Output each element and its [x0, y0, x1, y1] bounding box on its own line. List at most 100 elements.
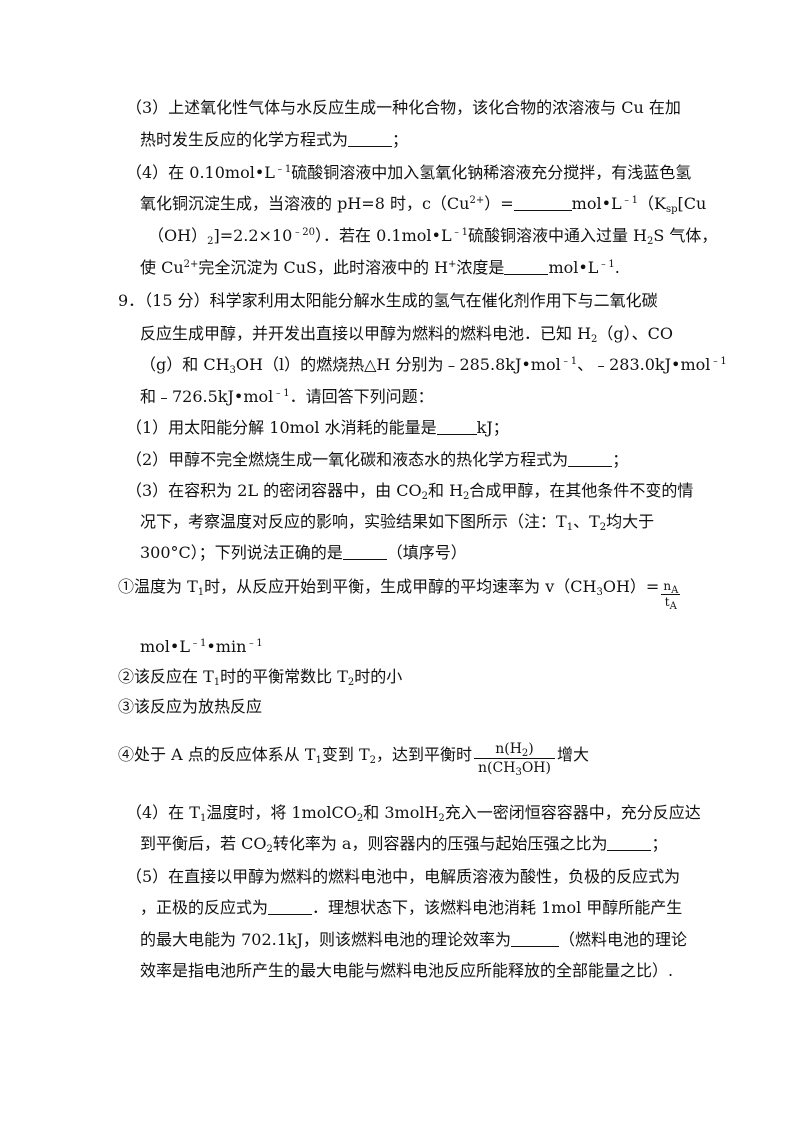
subscript: 3: [229, 365, 236, 376]
text: 使 Cu: [140, 258, 184, 277]
text: 时的平衡常数比 T: [220, 667, 348, 686]
answer-blank[interactable]: [342, 545, 387, 560]
answer-blank[interactable]: [348, 132, 393, 147]
superscript: 2+: [469, 195, 485, 206]
text: 和 3molH: [363, 803, 439, 822]
subscript: 2: [599, 522, 607, 533]
text: mol•L: [140, 637, 190, 656]
text: （4）在 T: [126, 803, 200, 822]
text: 和 H: [427, 481, 464, 500]
text: 热时发生反应的化学方程式为: [140, 130, 349, 149]
subscript: 1: [315, 755, 322, 766]
superscript: ﹣1: [598, 259, 615, 270]
text: 充入一密闭恒容容器中，充分反应达: [444, 803, 701, 822]
text: 温度时，将 1molCO: [206, 803, 357, 822]
text: .: [614, 258, 620, 277]
q9-part5-line3: 的最大电能为 702.1kJ，则该燃料电池的理论效率为（燃料电池的理论: [140, 930, 687, 950]
text: 、T: [573, 512, 600, 531]
text: 时的小: [354, 667, 403, 686]
subscript: A: [669, 601, 677, 612]
answer-blank[interactable]: [568, 452, 613, 467]
text: 硫酸铜溶液中通入过量 H: [467, 226, 647, 245]
fraction-denominator: n(CH3OH): [474, 759, 555, 778]
text: [Cu: [677, 194, 707, 213]
text: OH）=: [602, 577, 660, 596]
text: （燃料电池的理论: [559, 930, 688, 949]
text: t: [664, 595, 670, 609]
text: ①温度为 T: [118, 577, 198, 596]
answer-blank[interactable]: [436, 420, 477, 435]
q8-part3-line1: （3）上述氧化性气体与水反应生成一种化合物，该化合物的浓溶液与 Cu 在加: [126, 98, 681, 118]
q9-part2: （2）甲醇不完全燃烧生成一氧化碳和液态水的热化学方程式为 ；: [126, 450, 628, 470]
text: 、﹣283.0kJ•mol: [577, 355, 711, 374]
q9-header-line4: 和﹣726.5kJ•mol﹣1．请回答下列问题：: [140, 387, 434, 407]
subscript: 1: [566, 522, 574, 533]
q9-option-3: ③该反应为放热反应: [118, 697, 262, 717]
text: ②该反应在 T: [118, 667, 214, 686]
text: （g）、CO: [597, 324, 674, 343]
text: ；: [651, 834, 668, 853]
q9-option-1-unit: mol•L﹣1•min﹣1: [140, 637, 263, 657]
text: n(CH: [478, 760, 516, 776]
superscript: ﹣1: [710, 356, 727, 367]
answer-blank[interactable]: [511, 932, 560, 947]
q9-part3-line1: （3）在容积为 2L 的密闭容器中，由 CO2和 H2合成甲醇，在其他条件不变的…: [126, 481, 693, 502]
subscript: 2: [207, 236, 214, 247]
superscript: ﹣1: [560, 356, 578, 367]
text: 增大: [556, 745, 589, 764]
text: 时，从反应开始到平衡，生成甲醇的平均速率为 v（CH: [204, 577, 597, 596]
text: ．请回答下列问题：: [289, 387, 434, 406]
q9-header-line3: （g）和 CH3OH（l）的燃烧热△H 分别为﹣285.8kJ•mol﹣1、﹣2…: [140, 355, 727, 376]
text: （2）甲醇不完全燃烧生成一氧化碳和液态水的热化学方程式为: [126, 450, 569, 469]
text: S 气体，: [653, 226, 718, 245]
text: ④处于 A 点的反应体系从 T: [118, 745, 316, 764]
ratio-fraction: n(H2)n(CH3OH): [474, 740, 555, 778]
q9-part3-line3: 300°C）；下列说法正确的是 （填序号）: [140, 543, 467, 563]
fraction-numerator: nA: [661, 579, 681, 596]
text: ．理想状态下，该燃料电池消耗 1mol 甲醇所能产生: [312, 898, 683, 917]
text: ③该反应为放热反应: [118, 697, 263, 716]
text: （1）用太阳能分解 10mol 水消耗的能量是: [126, 418, 437, 437]
subscript: 2: [421, 491, 428, 502]
subscript: 2: [266, 844, 273, 855]
text: ]=2.2×10: [213, 226, 293, 245]
text: 效率是指电池所产生的最大电能与燃料电池反应所能释放的全部能量之比）.: [140, 961, 674, 980]
text: （3）上述氧化性气体与水反应生成一种化合物，该化合物的浓溶液与 Cu 在加: [126, 98, 681, 117]
text: （K: [638, 194, 666, 213]
subscript: 2: [463, 491, 470, 502]
text: 和﹣726.5kJ•mol: [140, 387, 274, 406]
superscript: ﹣20: [292, 227, 316, 238]
text: 变到 T: [321, 745, 370, 764]
q8-part4-line3: （OH）2]=2.2×10﹣20）．若在 0.1mol•L﹣1硫酸铜溶液中通入过…: [148, 226, 718, 247]
subscript: sp: [665, 204, 678, 215]
answer-blank[interactable]: [607, 836, 652, 851]
subscript: 1: [197, 587, 205, 598]
q9-part4-line2: 到平衡后，若 CO2转化率为 a，则容器内的压强与起始压强之比为；: [140, 834, 668, 855]
superscript: ﹣1: [621, 195, 638, 206]
answer-blank[interactable]: [513, 196, 572, 211]
superscript: +: [448, 259, 457, 270]
text: 反应生成甲醇，并开发出直接以甲醇为燃料的燃料电池．已知 H: [140, 324, 592, 343]
answer-blank[interactable]: [504, 260, 549, 275]
subscript: 2: [591, 334, 598, 345]
q9-part3-line2: 况下，考察温度对反应的影响，实验结果如下图所示（注：T1、T2均大于: [140, 512, 654, 533]
text: ；: [612, 450, 629, 469]
text: 浓度是: [456, 258, 505, 277]
text: （5）在直接以甲醇为燃料的燃料电池中，电解质溶液为酸性，负极的反应式为: [126, 867, 681, 886]
text: mol•L: [548, 258, 599, 277]
text: 氧化铜沉淀生成，当溶液的 pH=8 时，c（Cu: [140, 194, 470, 213]
text: ): [528, 741, 534, 757]
text: n(H: [495, 741, 522, 757]
q9-part5-line4: 效率是指电池所产生的最大电能与燃料电池反应所能释放的全部能量之比）.: [140, 961, 673, 981]
answer-blank[interactable]: [268, 900, 313, 915]
text: 300°C）；下列说法正确的是: [140, 543, 343, 562]
text: OH（l）的燃烧热△H 分别为﹣285.8kJ•mol: [235, 355, 561, 374]
text: （填序号）: [386, 543, 467, 562]
text: 转化率为 a，则容器内的压强与起始压强之比为: [272, 834, 608, 853]
subscript: 2: [647, 236, 654, 247]
q9-option-1: ①温度为 T1时，从反应开始到平衡，生成甲醇的平均速率为 v（CH3OH）=nA…: [118, 577, 682, 612]
text: OH): [521, 760, 551, 776]
